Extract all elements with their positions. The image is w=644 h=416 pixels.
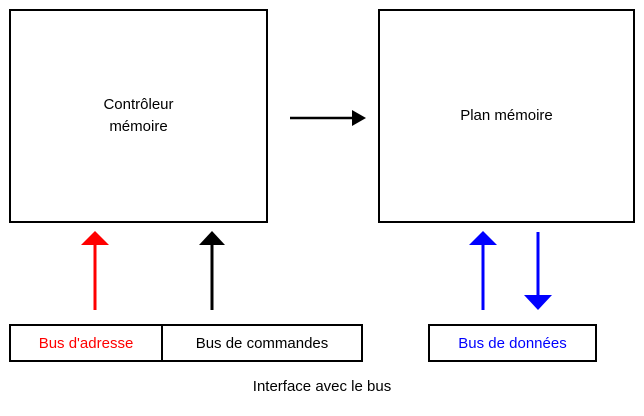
controller-block: Contrôleur mémoire	[9, 9, 268, 223]
controller-block-label: Contrôleur mémoire	[103, 95, 174, 136]
data-bus-label: Bus de données	[458, 334, 567, 352]
address-bus-label-cell: Bus d'adresse	[11, 326, 163, 360]
address-bus-label: Bus d'adresse	[38, 334, 134, 352]
interface-caption: Interface avec le bus	[252, 378, 392, 395]
memory-array-block: Plan mémoire	[378, 9, 635, 223]
address-bus-arrow	[81, 231, 109, 310]
command-bus-label-cell: Bus de commandes	[163, 326, 361, 360]
interface-bus-legend: Bus d'adresse Bus de commandes	[9, 324, 363, 362]
data-bus-legend: Bus de données	[428, 324, 597, 362]
data-bus-read-arrow	[469, 231, 497, 310]
data-bus-label-cell: Bus de données	[430, 326, 595, 360]
data-bus-write-arrow	[524, 232, 552, 310]
command-bus-label: Bus de commandes	[195, 334, 329, 352]
memory-array-block-label: Plan mémoire	[460, 106, 553, 124]
command-bus-arrow	[199, 231, 225, 310]
controller-to-memory-arrow	[290, 110, 366, 126]
